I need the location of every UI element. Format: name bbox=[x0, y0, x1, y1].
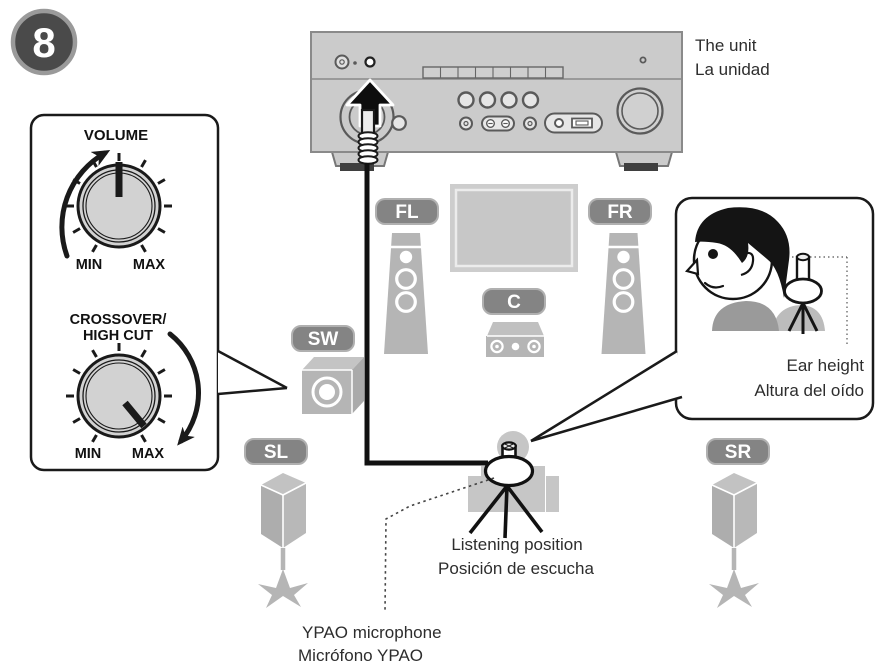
volume-label: VOLUME bbox=[84, 127, 148, 144]
ear-height-label-en: Ear height bbox=[787, 356, 865, 375]
microphone-cable bbox=[364, 163, 488, 466]
crossover-knob: CROSSOVER/ HIGH CUT MIN MAX bbox=[66, 312, 201, 462]
mic-tripod-leg bbox=[468, 484, 509, 535]
crossover-knob-ticks bbox=[66, 343, 172, 443]
receiver-foot-left-pad bbox=[340, 163, 374, 171]
svg-text:C: C bbox=[507, 292, 521, 313]
ear-height-label-es: Altura del oído bbox=[754, 381, 864, 400]
crossover-label-line1: CROSSOVER/ bbox=[70, 312, 167, 328]
phones-jack bbox=[391, 115, 407, 131]
listening-position-label: Listening position Posición de escucha bbox=[438, 535, 594, 578]
ear-height-microphone-icon bbox=[783, 252, 823, 334]
crossover-min-label: MIN bbox=[75, 446, 102, 462]
crossover-turn-arrow bbox=[167, 331, 201, 446]
speaker-label-sw: SW bbox=[291, 325, 355, 352]
speaker-label-fr: FR bbox=[588, 198, 652, 225]
svg-text:FL: FL bbox=[395, 202, 419, 223]
unit-label: The unit La unidad bbox=[695, 36, 770, 79]
ypao-mic-plug-icon bbox=[357, 108, 379, 165]
speaker-label-sl: SL bbox=[244, 438, 308, 465]
crossover-label-line2: HIGH CUT bbox=[83, 328, 153, 344]
unit-label-en: The unit bbox=[695, 36, 757, 55]
usb-aux-panel bbox=[544, 112, 603, 134]
ear-height-callout-box: Ear height Altura del oído bbox=[530, 196, 875, 443]
power-button bbox=[334, 54, 350, 70]
receiver-foot-right-pad bbox=[624, 163, 658, 171]
mic-caption-dotted-line bbox=[384, 477, 495, 613]
volume-min-label: MIN bbox=[76, 257, 103, 273]
subwoofer-icon bbox=[302, 357, 364, 414]
front-left-speaker bbox=[382, 231, 430, 356]
tv-icon bbox=[450, 184, 578, 272]
speaker-label-c: C bbox=[482, 288, 546, 315]
unit-label-es: La unidad bbox=[695, 60, 770, 79]
ypao-microphone-es: Micrófono YPAO bbox=[298, 646, 423, 665]
front-panel-buttons bbox=[457, 91, 540, 132]
knob-callout-box: VOLUME MIN MAX CRO bbox=[29, 113, 288, 472]
surround-right-speaker bbox=[709, 473, 759, 608]
crossover-knob-pointer bbox=[122, 400, 147, 429]
step-badge: 8 bbox=[10, 8, 78, 76]
front-right-speaker bbox=[599, 231, 648, 356]
ypao-microphone-icon bbox=[468, 441, 544, 539]
listening-position-en: Listening position bbox=[451, 535, 582, 554]
crossover-max-label: MAX bbox=[132, 446, 165, 462]
svg-text:SW: SW bbox=[308, 329, 339, 350]
speaker-label-sr: SR bbox=[706, 438, 770, 465]
svg-text:FR: FR bbox=[607, 202, 633, 223]
center-speaker-icon bbox=[486, 322, 544, 357]
step-number: 8 bbox=[32, 19, 55, 66]
power-led bbox=[353, 61, 357, 65]
svg-text:SR: SR bbox=[725, 442, 752, 463]
listener-head-icon bbox=[684, 207, 825, 331]
speaker-label-fl: FL bbox=[375, 198, 439, 225]
listening-position-es: Posición de escucha bbox=[438, 559, 594, 578]
volume-control-knob bbox=[616, 87, 664, 135]
volume-turn-arrow bbox=[59, 150, 111, 259]
mic-tripod-leg bbox=[503, 485, 509, 539]
usb-port bbox=[571, 117, 593, 129]
svg-text:SL: SL bbox=[264, 442, 289, 463]
ypao-microphone-en: YPAO microphone bbox=[302, 623, 442, 642]
volume-knob: VOLUME MIN MAX bbox=[59, 127, 172, 273]
mic-tripod-leg bbox=[505, 484, 544, 534]
aux-jack bbox=[554, 118, 564, 128]
ypao-mic-jack bbox=[364, 56, 376, 68]
surround-left-speaker bbox=[258, 473, 308, 608]
ypao-microphone-label: YPAO microphone Micrófono YPAO bbox=[298, 623, 442, 665]
volume-max-label: MAX bbox=[133, 257, 166, 273]
